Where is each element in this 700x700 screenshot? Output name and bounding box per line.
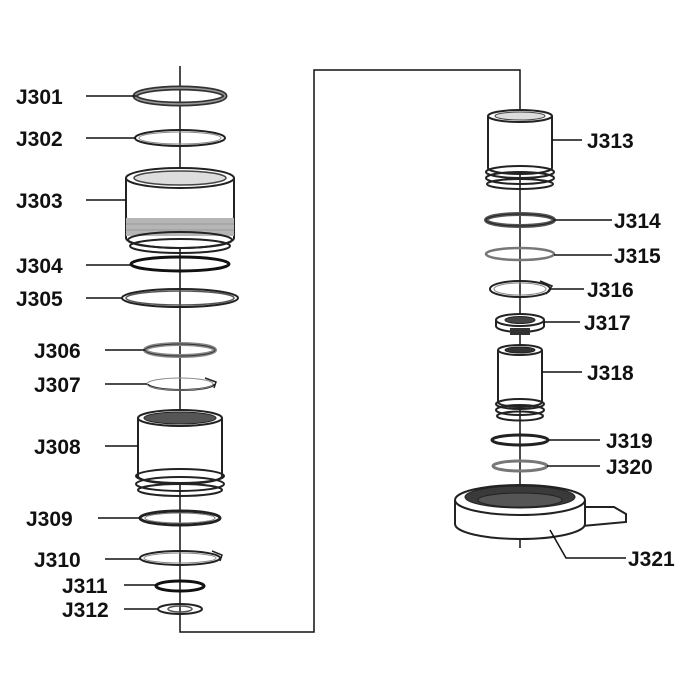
label-j316: J316 [587, 279, 634, 302]
label-j308: J308 [34, 436, 81, 459]
label-j303: J303 [16, 190, 63, 213]
label-j313: J313 [587, 130, 634, 153]
assembly-axis-line [179, 66, 521, 633]
label-j320: J320 [606, 456, 653, 479]
part-j308-cylinder [135, 409, 225, 497]
part-j311-o-ring [154, 579, 206, 593]
label-j317: J317 [584, 312, 631, 335]
part-j317-bushing [495, 313, 545, 335]
label-j315: J315 [614, 245, 661, 268]
label-j309: J309 [26, 508, 73, 531]
part-j313-cylinder [485, 109, 555, 190]
label-j307: J307 [34, 374, 81, 397]
part-j310-snap-ring [139, 550, 223, 566]
part-labels: J301 J302 J303 J304 J305 J306 J307 J308 … [16, 86, 675, 622]
label-j319: J319 [606, 430, 653, 453]
part-j304-o-ring [129, 255, 231, 273]
label-j301: J301 [16, 86, 63, 109]
label-j310: J310 [34, 549, 81, 572]
part-j315-ring [484, 246, 556, 262]
label-j306: J306 [34, 340, 81, 363]
label-j311: J311 [62, 575, 108, 598]
label-j318: J318 [587, 362, 634, 385]
label-j321: J321 [628, 548, 675, 571]
part-j307-snap-ring [146, 377, 217, 391]
part-j321-base [454, 484, 627, 540]
part-j303-housing [125, 167, 235, 254]
label-j305: J305 [16, 288, 63, 311]
label-j304: J304 [16, 255, 63, 278]
leader-lines [86, 95, 626, 610]
label-j302: J302 [16, 128, 63, 151]
part-j318-cylinder [495, 344, 545, 422]
label-j312: J312 [62, 599, 109, 622]
label-j314: J314 [614, 210, 661, 233]
part-j316-snap-ring [489, 280, 554, 298]
